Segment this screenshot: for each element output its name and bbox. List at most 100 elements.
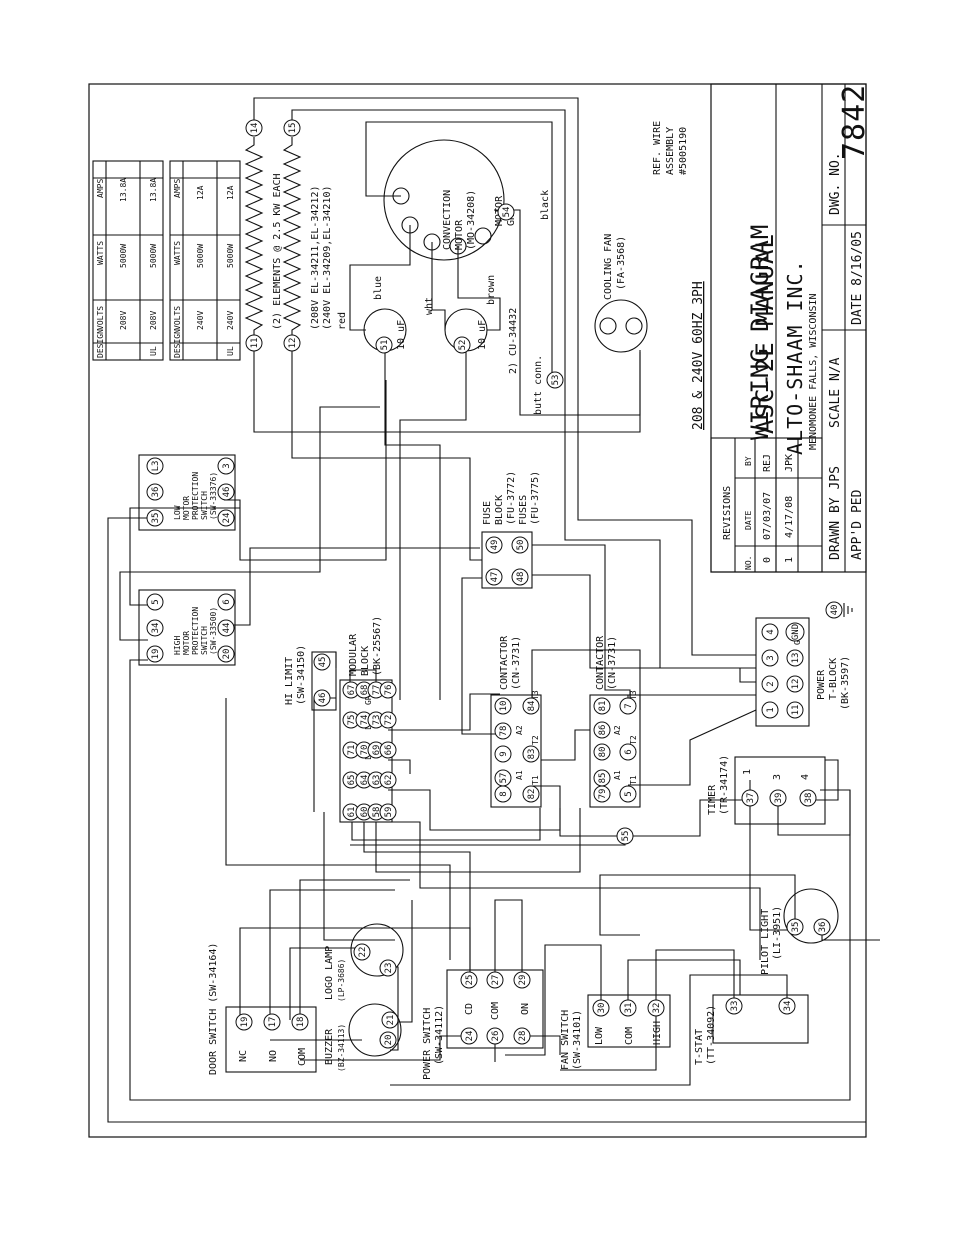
terminal-circle [263, 1013, 281, 1031]
diagram-subtitle-text: ASC-2E MANUAL [751, 233, 779, 434]
appd: APP'D PED [850, 489, 865, 560]
terminal-circle [725, 997, 743, 1015]
terminal-circle [497, 203, 515, 221]
power-switch-label: POWER SWITCH [422, 1008, 433, 1080]
drawn-by: DRAWN BY JPS [828, 466, 843, 560]
low-mps-1: LOW [173, 505, 182, 520]
fan-switch-high: HIGH [652, 1021, 663, 1045]
terminal-number: 63 [372, 775, 382, 786]
terminal-number: 61 [347, 807, 357, 818]
terminal-circle [786, 675, 804, 693]
terminal-circle [313, 653, 331, 671]
terminal-number: 84 [527, 701, 537, 712]
dwg-no-label: DWG. NO. [828, 152, 843, 215]
rev-1-no: 1 [784, 557, 795, 563]
hi-limit-label: HI LIMIT [284, 657, 295, 705]
terminal-number: 68 [360, 685, 370, 696]
terminal-number: 67 [347, 685, 357, 696]
contactor-1-label: CONTACTOR [499, 635, 510, 690]
low-mps-4: SWITCH [200, 491, 209, 520]
low-mps-3: PROTECTION [191, 472, 200, 520]
t2-r0-amps: 12A [196, 185, 205, 200]
terminal-number: L3 [151, 461, 161, 472]
timer-code: (TR-34174) [719, 755, 730, 815]
elements-208: (208V EL-34211,EL-34212) [310, 186, 321, 331]
terminal-number: 77 [372, 685, 382, 696]
logo-lamp-code: (LP-3686) [337, 959, 346, 1002]
terminal-number: 5 [624, 791, 634, 796]
terminal-circle [245, 119, 263, 137]
terminal-circle [485, 536, 503, 554]
terminal-circle [799, 789, 817, 807]
buzzer-label: BUZZER [324, 1028, 335, 1065]
terminal-number: 34 [783, 1001, 793, 1012]
terminal-number: 24 [222, 513, 232, 524]
terminal-number: 19 [151, 649, 161, 660]
terminal-number: 18 [296, 1017, 306, 1028]
voltage-label: 208 & 240V 60HZ 3PH [691, 281, 706, 430]
c1-a2: A2 [515, 725, 524, 735]
pilot-light-code: (LI-3951) [772, 906, 783, 960]
terminal-circle [146, 509, 164, 527]
terminal-circle [593, 697, 611, 715]
terminal-number: 53 [551, 375, 561, 386]
terminal-circle [146, 619, 164, 637]
cooling-fan: COOLING FAN (FA-3568) [594, 234, 648, 353]
terminal-circle [381, 1011, 399, 1029]
terminal-circle [460, 971, 478, 989]
c2-a1: A1 [613, 770, 622, 780]
terminal-number: 65 [347, 775, 357, 786]
date: DATE 8/16/05 [850, 231, 865, 325]
terminal-number: 37 [746, 793, 756, 804]
terminal-number: 60 [360, 807, 370, 818]
tblock-label-2: T-BLOCK [828, 658, 839, 700]
c2-t2: T2 [629, 735, 638, 745]
rev-1-by: JPK [784, 454, 795, 472]
terminal-circle [647, 999, 665, 1017]
terminal-circle [761, 649, 779, 667]
t1-r1-watts: 5000W [149, 244, 158, 268]
terminal-circle [494, 697, 512, 715]
tblock-label-3: (BK-3597) [840, 656, 851, 710]
terminal-number: 46 [222, 487, 232, 498]
terminal-number: 51 [380, 340, 390, 351]
terminal-number: 15 [288, 123, 298, 134]
t1-r0-amps: 13.8A [119, 178, 128, 202]
rev-0-no: 0 [762, 557, 773, 563]
terminal-number: 38 [804, 793, 814, 804]
terminal-number: 14 [250, 123, 260, 134]
cooling-fan-code: (FA-3568) [616, 236, 627, 290]
t1-r0-watts: 5000W [119, 244, 128, 268]
ref-wire-3: #5005190 [678, 127, 689, 175]
timer: TIMER (TR-34174) 1 3 4 [707, 755, 826, 825]
terminal-number: 2 [766, 681, 776, 686]
timer-pin-3: 3 [772, 774, 783, 780]
terminal-circle [761, 701, 779, 719]
dwg-no: 7842 [837, 84, 872, 160]
ref-wire-1: REF. WIRE [652, 121, 663, 175]
terminal-number: 6 [222, 599, 232, 604]
t2-r1-volts: 240V [226, 311, 235, 330]
terminal-circle [494, 722, 512, 740]
terminal-number: 44 [222, 623, 232, 634]
terminal-circle [379, 959, 397, 977]
terminal-number: 35 [151, 513, 161, 524]
terminal-circle [593, 785, 611, 803]
t1-h-amps: AMPS [96, 179, 105, 198]
terminal-number: 6 [624, 749, 634, 754]
terminal-number: 64 [360, 775, 370, 786]
terminal-number: 79 [598, 789, 608, 800]
tblock-label-1: POWER [816, 669, 827, 700]
contactor-2-code: (CN-3731) [607, 636, 618, 690]
cap-51-value: 10 uF [396, 320, 407, 350]
terminal-circle [379, 803, 397, 821]
terminal-number: 48 [516, 572, 526, 583]
revisions-table: REVISIONS NO. DATE BY 0 07/03/07 REJ 1 4… [710, 437, 823, 573]
terminal-circle [769, 789, 787, 807]
hi-limit-code: (SW-34150) [296, 645, 307, 705]
terminal-number: 36 [818, 922, 828, 933]
terminal-number: 72 [384, 715, 394, 726]
terminal-circle [813, 918, 831, 936]
capacitor-part: 2) CU-34432 [508, 308, 519, 374]
